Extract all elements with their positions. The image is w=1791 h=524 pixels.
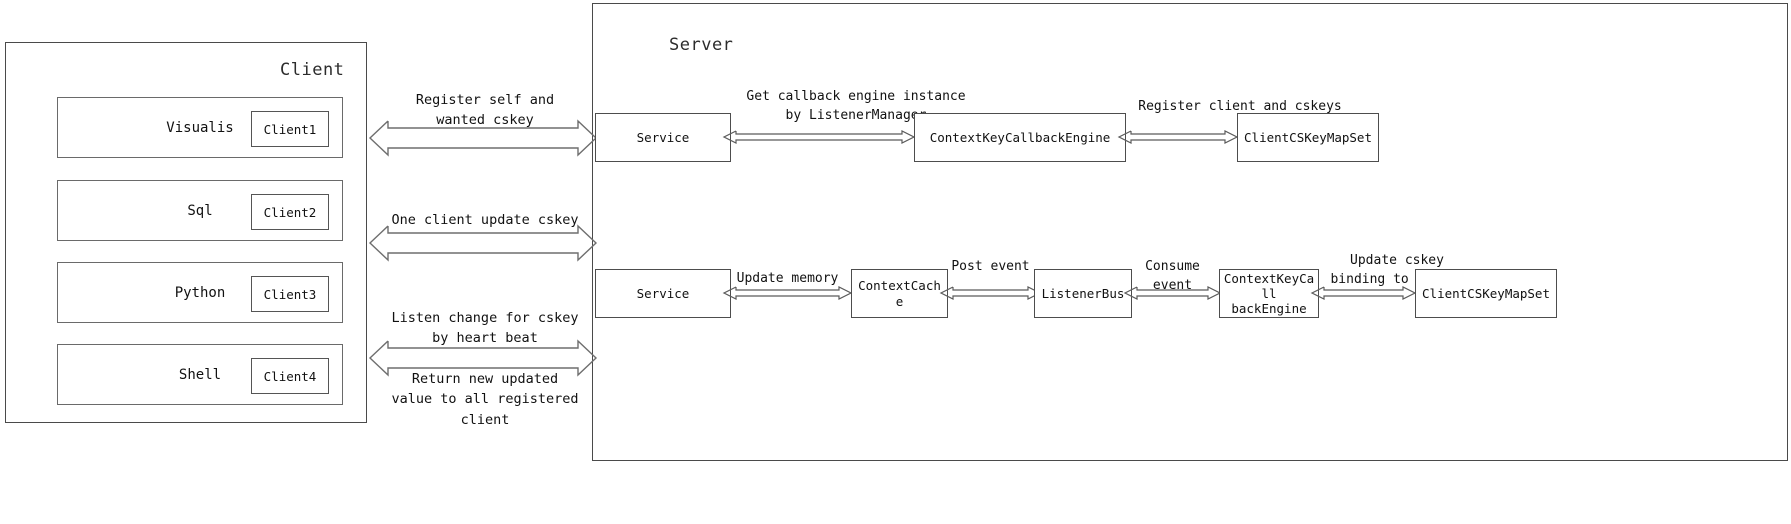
client-chip[interactable]: Client3 — [251, 276, 329, 312]
connector-arrow-post-event — [939, 286, 1042, 300]
client-row-label: Shell — [178, 366, 222, 383]
client-row-label: Python — [174, 284, 226, 301]
client-panel-title: Client — [280, 60, 345, 80]
connector-arrow-register-client-cskeys — [1117, 130, 1239, 144]
bridge-arrow-update-cskey — [368, 224, 598, 262]
connector-arrow-update-cskey-binding — [1310, 286, 1417, 300]
server-node-client-cskey-map-set-top[interactable]: ClientCSKeyMapSet — [1237, 113, 1379, 162]
server-node-context-key-callback-engine-bottom[interactable]: ContextKeyCall backEngine — [1219, 269, 1319, 318]
bridge-arrow-label-return-value: Return new updated value to all register… — [391, 371, 579, 428]
server-panel — [592, 3, 1788, 461]
connector-arrow-get-callback-engine — [722, 130, 916, 144]
server-node-client-cskey-map-set-bottom[interactable]: ClientCSKeyMapSet — [1415, 269, 1557, 318]
server-node-context-cache[interactable]: ContextCache — [851, 269, 948, 318]
bridge-arrow-label-register: Register self and wanted cskey — [415, 92, 555, 129]
client-chip[interactable]: Client2 — [251, 194, 329, 230]
client-chip[interactable]: Client4 — [251, 358, 329, 394]
connector-arrow-consume-event — [1123, 286, 1222, 300]
server-node-service-bottom[interactable]: Service — [595, 269, 731, 318]
bridge-arrow-register — [368, 119, 598, 157]
client-chip[interactable]: Client1 — [251, 111, 329, 147]
server-node-listener-bus[interactable]: ListenerBus — [1034, 269, 1132, 318]
server-panel-title: Server — [669, 35, 734, 55]
bridge-arrow-label-update-cskey: One client update cskey — [391, 212, 579, 228]
client-row-label: Visualis — [166, 119, 234, 136]
bridge-arrow-listen-change — [368, 339, 598, 377]
server-node-service-top[interactable]: Service — [595, 113, 731, 162]
client-row-label: Sql — [187, 202, 213, 219]
connector-arrow-update-memory — [722, 286, 853, 300]
bridge-arrow-label-listen-change: Listen change for cskey by heart beat — [391, 310, 579, 347]
server-node-context-key-callback-engine[interactable]: ContextKeyCallbackEngine — [914, 113, 1126, 162]
